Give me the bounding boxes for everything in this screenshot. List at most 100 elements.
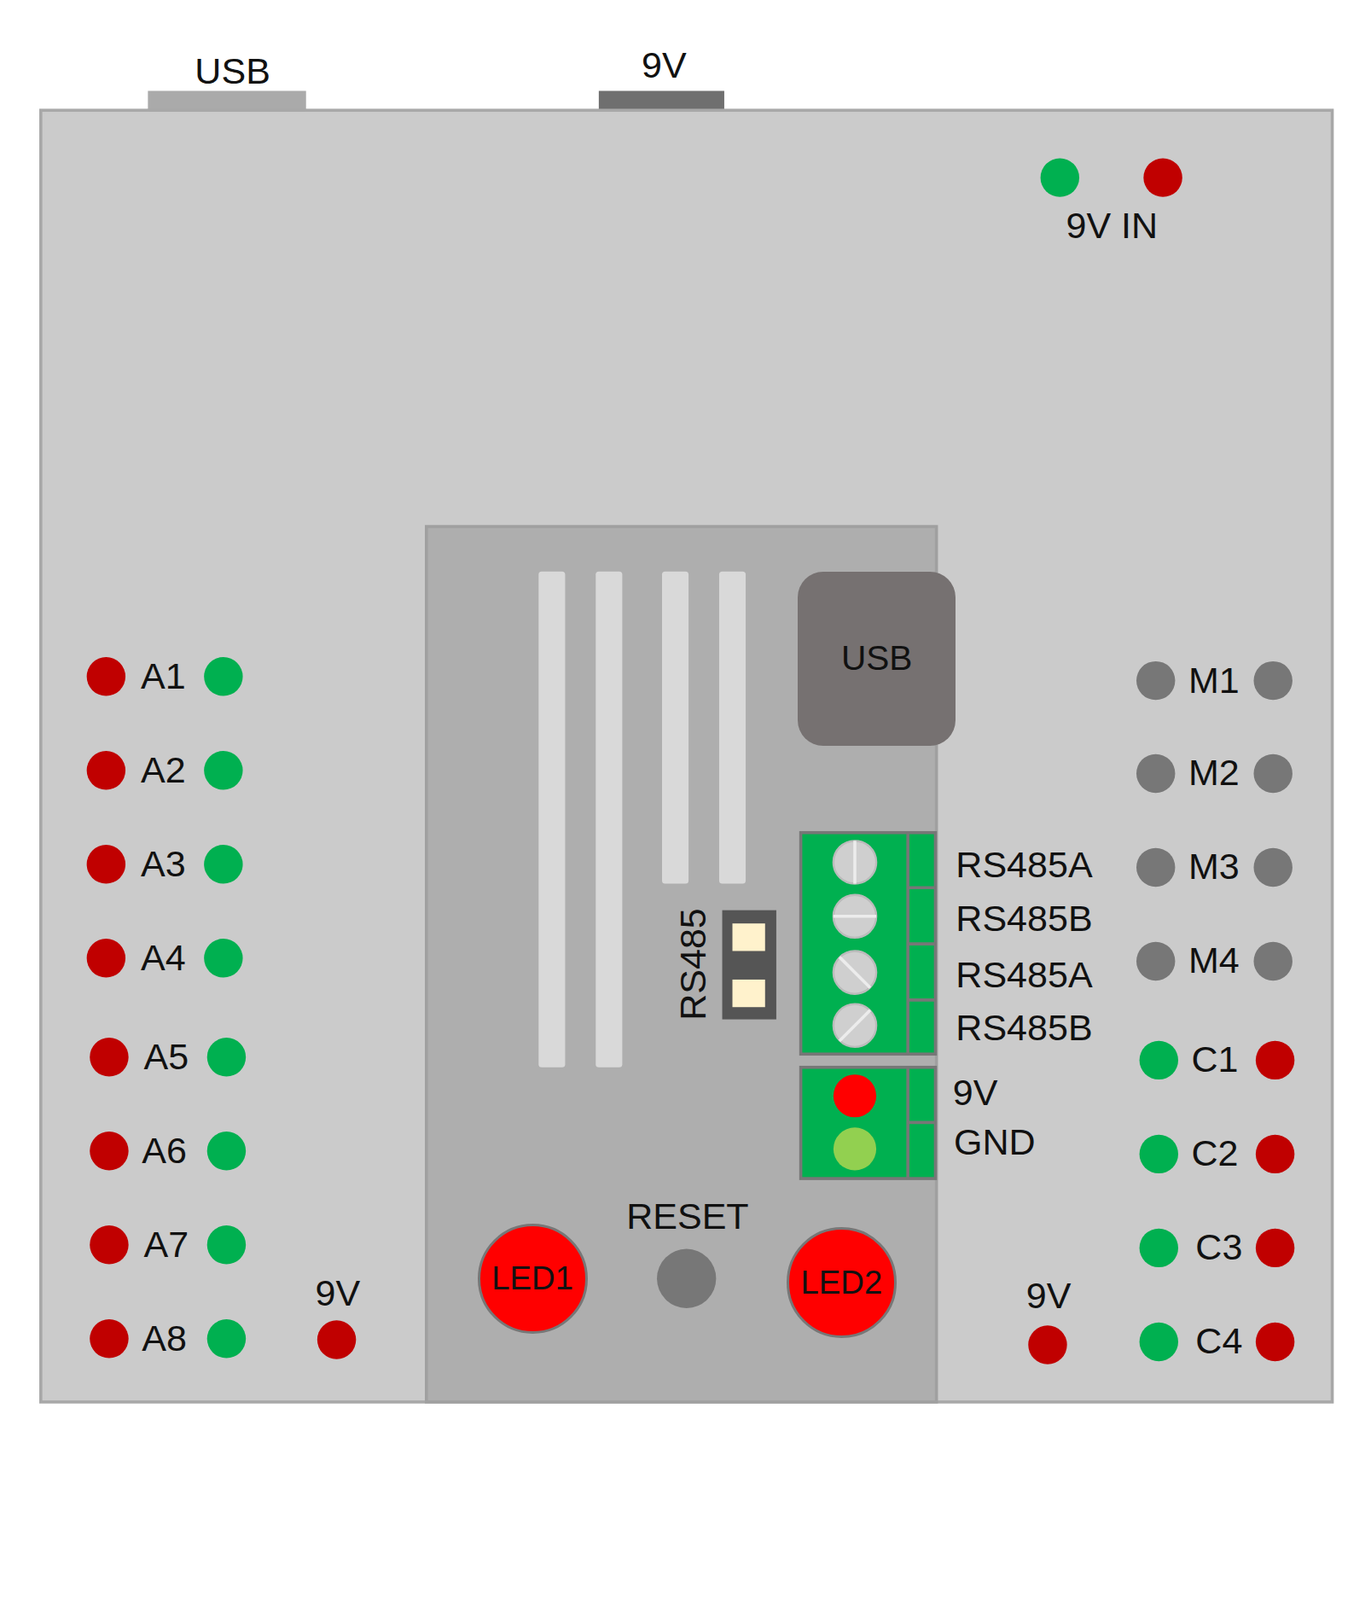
pin-label: RS485B: [955, 900, 1093, 938]
node-label: USB: [841, 640, 913, 676]
terminal-dot: [1143, 157, 1182, 197]
screw-slot: [853, 840, 857, 884]
screw: [833, 1004, 877, 1047]
pin-label: A6: [141, 1132, 187, 1169]
terminal-dot: [89, 1131, 128, 1170]
screw: [833, 840, 877, 884]
screw-slot: [833, 914, 877, 918]
screw-slot: [839, 957, 871, 988]
terminal-dot: [203, 656, 243, 696]
pin-label: 9V: [952, 1074, 999, 1111]
pin-label: A4: [140, 939, 186, 976]
terminal-dot: [87, 938, 126, 977]
pin-label: 9V: [641, 46, 687, 84]
screw: [833, 950, 877, 994]
pin-label: 9V: [314, 1275, 361, 1313]
terminal-dot: [207, 1225, 246, 1264]
pin-label: C1: [1191, 1041, 1239, 1079]
terminal-dot: [87, 656, 126, 696]
terminal-dot: [89, 1225, 128, 1264]
jumper-pad: [732, 923, 766, 951]
terminal-dot: [1136, 754, 1175, 793]
terminal-dot: [203, 844, 243, 884]
terminal-dot: [1136, 848, 1175, 887]
terminal-dot: [207, 1037, 246, 1076]
pin-label: RS485B: [955, 1010, 1093, 1047]
pin-label: RS485: [675, 907, 713, 1021]
terminal-dot: [1253, 941, 1292, 981]
pin-label: RS485A: [955, 957, 1093, 994]
terminal-dot: [87, 750, 126, 790]
node-label: LED1: [491, 1261, 574, 1295]
pin-label: RESET: [626, 1198, 749, 1236]
pin-label: A1: [140, 657, 186, 695]
power-terminal: [801, 1067, 936, 1179]
terminal-dot: [1139, 1228, 1179, 1267]
terminal-dot: [1253, 754, 1292, 793]
terminal-divider: [907, 998, 936, 1002]
pin-label: M3: [1188, 848, 1240, 886]
pin-label: M1: [1188, 662, 1240, 699]
pin-label: C4: [1195, 1323, 1243, 1360]
screw-slot: [839, 1010, 871, 1041]
terminal-dot: [1040, 157, 1080, 197]
power-jack: [598, 90, 725, 111]
pin-label: A8: [141, 1319, 187, 1357]
terminal-dot: [833, 1127, 877, 1170]
pin-label: M2: [1188, 755, 1240, 792]
jumper-pad: [732, 979, 766, 1007]
jumper-block: [722, 910, 777, 1020]
terminal-dot: [1255, 1228, 1295, 1267]
terminal-dot: [1139, 1040, 1179, 1080]
led-indicator: LED2: [786, 1226, 897, 1337]
controller-module: [426, 526, 937, 1402]
header-slot: [595, 571, 622, 1068]
header-slot: [719, 571, 746, 884]
terminal-dot: [1255, 1322, 1295, 1361]
terminal-dot: [207, 1318, 246, 1358]
terminal-dot: [1255, 1040, 1295, 1080]
usb-connector: USB: [797, 571, 956, 746]
pin-label: M4: [1188, 942, 1240, 980]
terminal-dot: [87, 844, 126, 884]
pin-label: A3: [140, 845, 186, 883]
usb-port: [147, 90, 306, 111]
terminal-divider: [907, 941, 936, 946]
terminal-dot: [89, 1318, 128, 1358]
screw-terminal: [801, 832, 936, 1054]
terminal-dot: [1139, 1322, 1179, 1361]
terminal-dot: [203, 938, 243, 977]
reset-button: [656, 1249, 716, 1308]
pin-label: C2: [1191, 1135, 1239, 1173]
terminal-dot: [1253, 848, 1292, 887]
terminal-dot: [317, 1319, 356, 1359]
terminal-dot: [1139, 1134, 1179, 1174]
terminal-dot: [1255, 1134, 1295, 1174]
pin-label: GND: [953, 1124, 1036, 1162]
led-indicator: LED1: [477, 1223, 588, 1334]
terminal-dot: [1028, 1324, 1067, 1364]
pin-label: RS485A: [955, 846, 1093, 884]
terminal-divider: [907, 886, 936, 890]
pin-label: C3: [1195, 1229, 1243, 1267]
header-slot: [538, 571, 565, 1068]
terminal-dot: [1136, 661, 1175, 700]
terminal-dot: [1136, 941, 1175, 981]
screw: [833, 894, 877, 938]
terminal-dot: [89, 1037, 128, 1076]
terminal-dot: [833, 1074, 877, 1117]
pin-label: USB: [194, 52, 270, 90]
terminal-divider: [907, 1121, 936, 1125]
pin-label: A2: [140, 751, 186, 789]
pin-label: A7: [144, 1225, 190, 1263]
terminal-dot: [203, 750, 243, 790]
pin-label: 9V IN: [1065, 208, 1158, 245]
header-slot: [662, 571, 689, 884]
terminal-dot: [207, 1131, 246, 1170]
pin-label: 9V: [1026, 1277, 1072, 1314]
node-label: LED2: [801, 1266, 884, 1299]
terminal-dot: [1253, 661, 1292, 700]
board-housing: [40, 110, 1333, 1402]
